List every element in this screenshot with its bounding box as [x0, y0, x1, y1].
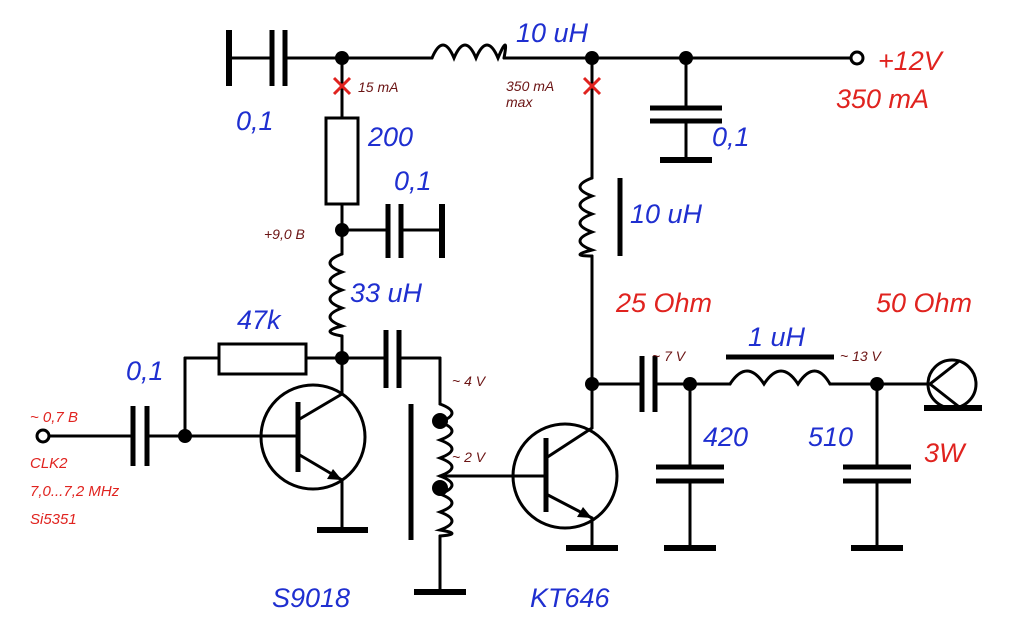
label-v-4: ~ 4 V [452, 373, 487, 389]
inductor-33uh [328, 252, 348, 338]
input-capacitor [47, 406, 187, 466]
transistor-q2 [511, 422, 619, 551]
label-l-choke: 10 uH [630, 199, 703, 229]
output-connector [924, 358, 982, 411]
label-i-350: 350 mA [506, 78, 554, 94]
output-inductor [728, 369, 832, 387]
supply-terminal [849, 50, 865, 66]
output-coupling-capacitor [590, 356, 692, 412]
current-marker-350ma [582, 76, 602, 96]
input-terminal [35, 428, 51, 444]
label-supply-voltage: +12V [878, 46, 945, 76]
label-source-line3: Si5351 [30, 511, 77, 528]
transistor-q1 [259, 356, 368, 533]
top-left-capacitor [226, 30, 344, 86]
label-i-15: 15 mA [358, 79, 398, 95]
label-source-line2: 7,0...7,2 MHz [30, 483, 120, 500]
label-source-line1: CLK2 [30, 455, 68, 472]
label-c-510: 510 [808, 422, 853, 452]
transformer [408, 402, 548, 595]
capacitor-510 [843, 382, 911, 551]
current-marker-15ma [332, 76, 352, 96]
coupling-capacitor [340, 330, 442, 406]
label-l-top: 10 uH [516, 18, 589, 48]
label-q1: S9018 [272, 583, 350, 613]
resistor-200 [324, 116, 360, 206]
label-r-47k: 47k [237, 305, 282, 335]
choke-inductor [578, 176, 598, 258]
label-v-7: ~ 7 V [652, 348, 687, 364]
label-output-impedance: 50 Ohm [876, 288, 972, 318]
label-c-input: 0,1 [126, 356, 164, 386]
label-r-200: 200 [367, 122, 413, 152]
label-q2: KT646 [530, 583, 611, 613]
label-v-13: ~ 13 V [840, 348, 883, 364]
top-inductor [430, 43, 507, 62]
label-c-top-left: 0,1 [236, 106, 274, 136]
supply-capacitor [650, 56, 722, 163]
capacitor-420 [656, 382, 724, 551]
label-c-bypass: 0,1 [394, 166, 432, 196]
resistor-47k [183, 342, 344, 438]
label-i-350-note: max [506, 94, 533, 110]
label-matching-impedance: 25 Ohm [615, 288, 712, 318]
label-l-out: 1 uH [748, 322, 806, 352]
label-v-2: ~ 2 V [452, 449, 487, 465]
label-l-33: 33 uH [350, 278, 423, 308]
label-c-420: 420 [703, 422, 748, 452]
label-c-supply: 0,1 [712, 122, 750, 152]
bypass-capacitor [340, 204, 445, 258]
label-v-9: +9,0 B [264, 226, 305, 242]
label-supply-current: 350 mA [836, 84, 929, 114]
label-input-voltage: ~ 0,7 B [30, 409, 78, 426]
label-output-power: 3W [924, 438, 967, 468]
